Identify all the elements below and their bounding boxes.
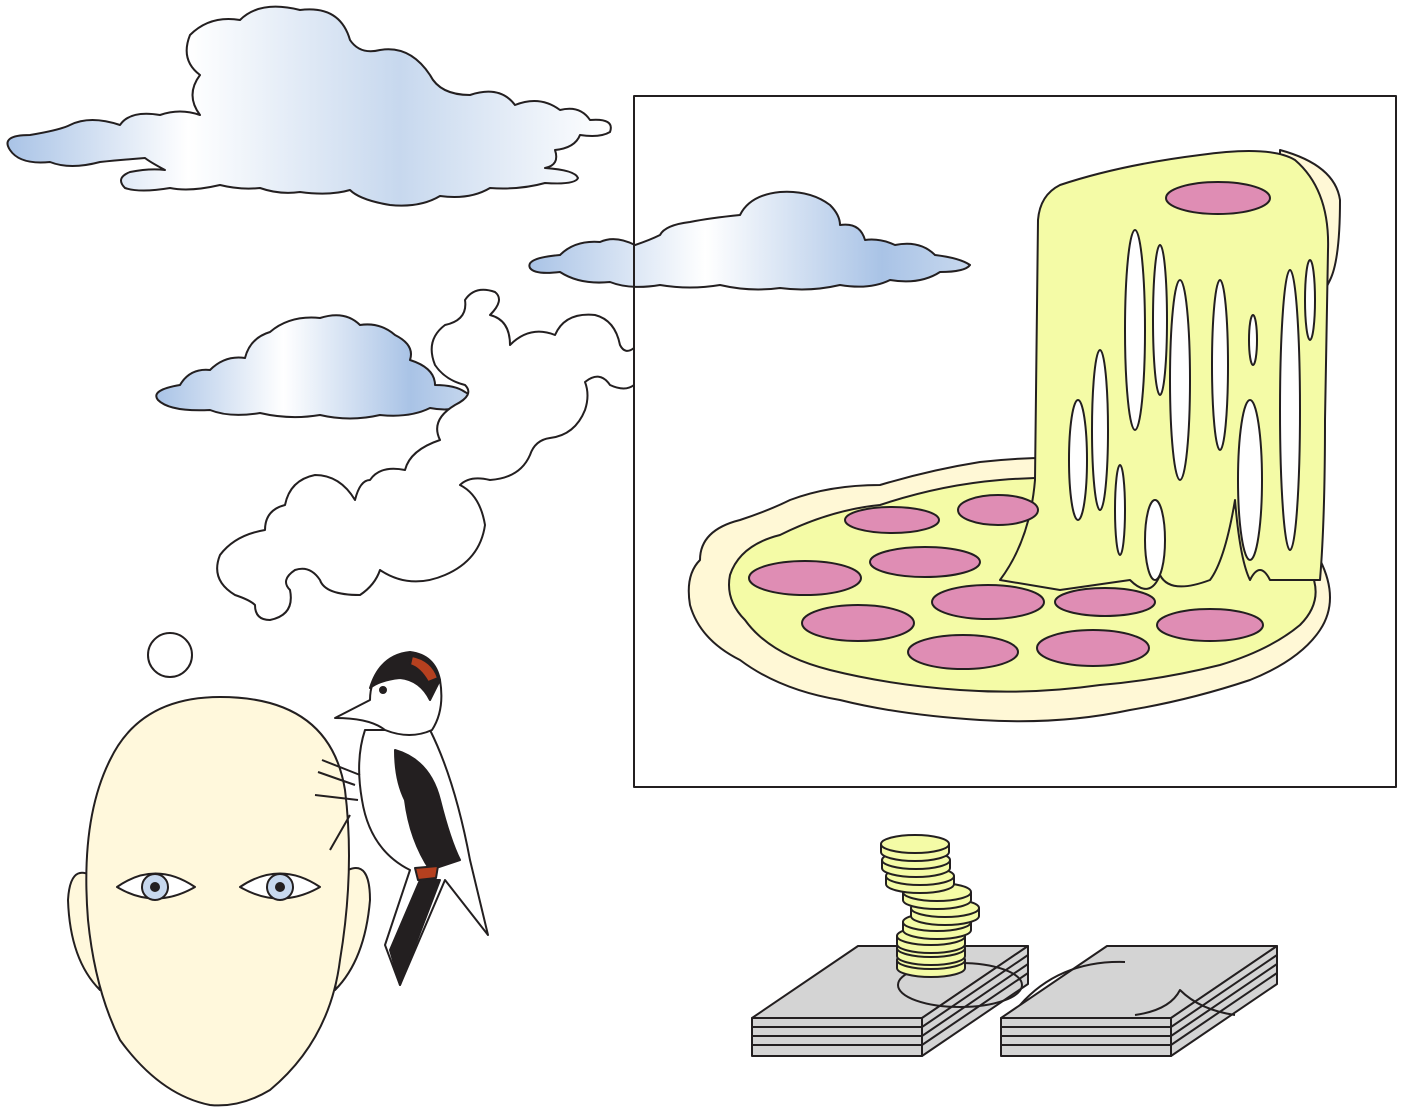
eye-left (116, 872, 196, 901)
pepperoni (748, 181, 1271, 670)
cloud-large (6, 5, 612, 207)
thought-bubble-small (147, 632, 193, 678)
ear-right (334, 867, 371, 991)
coins (880, 834, 980, 978)
money-stack-right (1000, 945, 1278, 1057)
cloud-small (155, 314, 475, 420)
head (85, 696, 350, 1107)
money-stack-left (751, 945, 1029, 1057)
cloud-middle (528, 190, 971, 291)
woodpecker (314, 651, 489, 986)
eye-right (239, 872, 321, 901)
pizza-frame (633, 95, 1397, 788)
thought-bubble (216, 288, 635, 621)
